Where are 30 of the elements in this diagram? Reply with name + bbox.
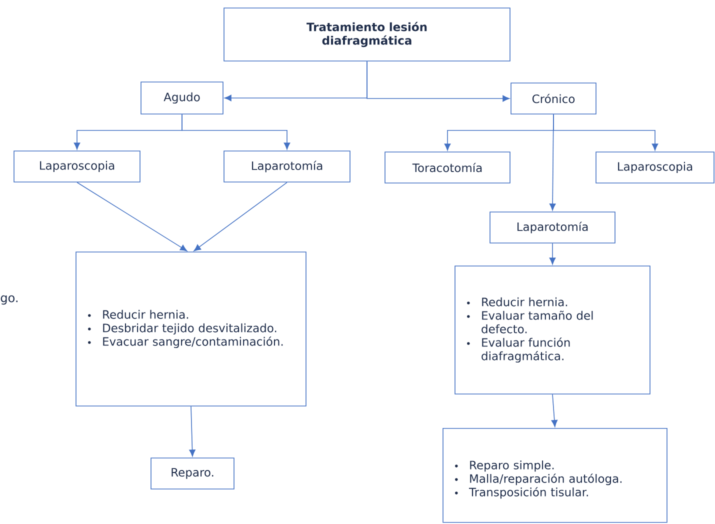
title-box: Tratamiento lesión diafragmática [224, 8, 510, 62]
bullet-item: Malla/reparación autóloga. [455, 474, 622, 486]
process-box: Laparoscopia [14, 150, 140, 182]
process-box: Crónico [510, 82, 596, 114]
bullet-item: Reducir hernia. [88, 310, 188, 319]
arrow [76, 182, 188, 252]
bullet-item: Evaluar función diafragmática. [467, 337, 570, 363]
bullet-item: Reducir hernia. [467, 297, 568, 306]
bullet-list-box [76, 252, 306, 406]
process-box: Laparotomía [490, 212, 616, 244]
bullet-list-box [442, 428, 668, 523]
process-box: Agudo [140, 82, 224, 114]
arrow [549, 243, 556, 265]
arrow [189, 406, 196, 457]
process-box: Laparoscopia [596, 152, 714, 184]
bullet-item: Desbridar tejido desvitalizado. [88, 323, 276, 335]
process-box: Reparo. [150, 458, 234, 490]
bullet-item: Evaluar tamaño del defecto. [467, 310, 593, 334]
arrow [182, 114, 290, 150]
text-fragment: go. [0, 295, 18, 305]
process-box: Toracotomía [384, 152, 510, 184]
arrow [194, 182, 288, 252]
arrow [551, 394, 558, 427]
bullet-item: Evacuar sangre/contaminación. [88, 336, 283, 348]
arrow [549, 114, 556, 211]
arrow [366, 61, 510, 102]
bullet-item: Transposición tisular. [455, 487, 588, 499]
bullet-list-box [454, 266, 650, 394]
process-box: Laparotomía [224, 150, 350, 182]
bullet-item: Reparo simple. [455, 460, 554, 472]
